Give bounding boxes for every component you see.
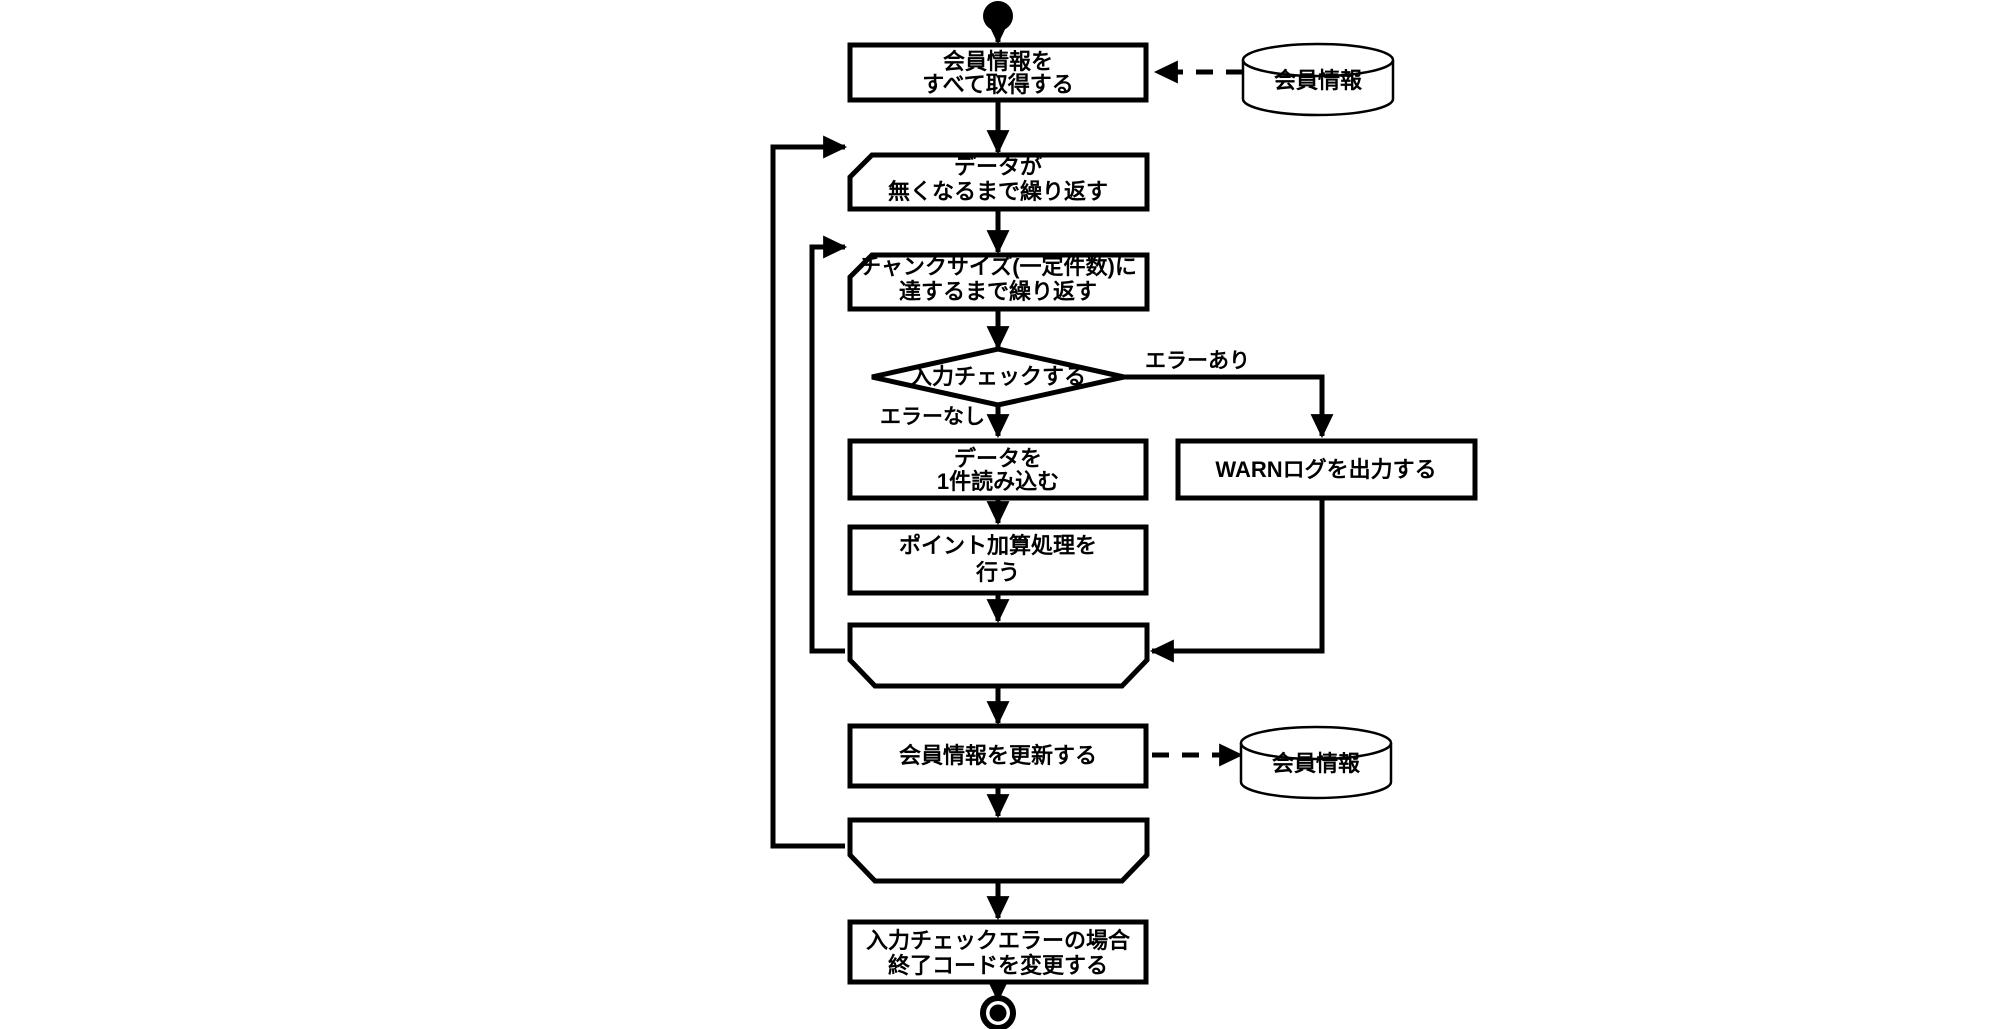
action-exit-code-line1: 入力チェックエラーの場合 <box>866 928 1131 953</box>
action-warn-log-label: WARNログを出力する <box>1215 457 1436 482</box>
loop-end-data <box>847 817 1150 884</box>
datastore-members-read: 会員情報 <box>1241 42 1395 117</box>
action-fetch-members-line1: 会員情報を <box>943 49 1053 74</box>
datastore-members-write: 会員情報 <box>1239 725 1393 800</box>
action-add-points-line2: 行う <box>975 560 1020 585</box>
action-add-points-line1: ポイント加算処理を <box>899 533 1097 558</box>
loop-start-chunk-line1: チャンクサイズ(一定件数)に <box>859 254 1137 279</box>
edge-loopdata-feedback <box>770 135 848 849</box>
loop-start-data-line1: データが <box>954 154 1042 179</box>
action-warn-log: WARNログを出力する <box>1175 438 1478 501</box>
edge-loopchunk-feedback <box>809 235 848 654</box>
action-fetch-members-line2: すべて取得する <box>922 72 1074 97</box>
action-update-members: 会員情報を更新する <box>847 723 1149 789</box>
action-read-one-line1: データを <box>954 446 1042 471</box>
decision-input-check-label: 入力チェックする <box>910 364 1086 389</box>
action-read-one-line2: 1件読み込む <box>937 469 1059 494</box>
action-exit-code: 入力チェックエラーの場合 終了コードを変更する <box>847 919 1149 985</box>
edge-warnlog-to-loopchunkend <box>1149 500 1325 663</box>
loop-start-chunk-line2: 達するまで繰り返す <box>899 279 1097 304</box>
datastore-members-read-label: 会員情報 <box>1274 68 1363 93</box>
action-read-one: データを 1件読み込む <box>847 438 1149 501</box>
loop-start-chunk: チャンクサイズ(一定件数)に 達するまで繰り返す <box>847 252 1150 312</box>
action-update-members-label: 会員情報を更新する <box>899 743 1097 768</box>
loop-start-data-line2: 無くなるまで繰り返す <box>888 179 1108 204</box>
edge-decision-has-error <box>1124 374 1334 439</box>
decision-input-check: 入力チェックする <box>871 346 1125 408</box>
loop-start-data: データが 無くなるまで繰り返す <box>847 152 1150 212</box>
loop-end-chunk <box>847 622 1150 689</box>
action-add-points: ポイント加算処理を 行う <box>847 524 1149 596</box>
action-exit-code-line2: 終了コードを変更する <box>888 953 1108 978</box>
initial-node <box>983 1 1013 31</box>
final-node <box>980 995 1016 1029</box>
datastore-members-write-label: 会員情報 <box>1272 751 1361 776</box>
edge-label-error-yes: エラーあり <box>1145 350 1250 373</box>
action-fetch-members: 会員情報を すべて取得する <box>847 42 1149 103</box>
edge-label-error-no: エラーなし <box>880 406 985 429</box>
